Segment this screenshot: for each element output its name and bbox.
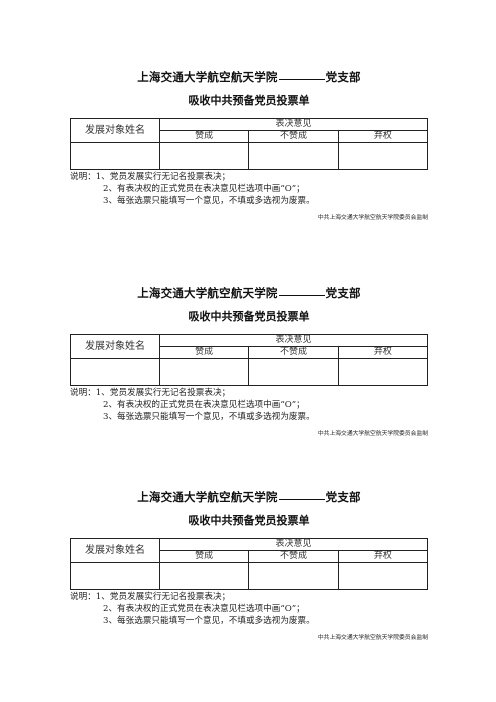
instructions: 说明：1、党员发展实行无记名投票表决； 2、有表决权的正式党员在表决意见栏选项中…: [70, 591, 428, 628]
ballot-3: 上海交通大学航空航天学院 党支部 吸收中共预备党员投票单 发展对象姓名 表决意见 …: [70, 488, 429, 641]
option-approve-header: 赞成: [158, 550, 250, 563]
instruction-3: 3、每张选票只能填写一个意见，不填或多选视为废票。: [103, 616, 315, 627]
approve-mark-cell[interactable]: [158, 142, 250, 170]
disapprove-mark-cell[interactable]: [248, 142, 339, 170]
issuer-footer: 中共上海交通大学航空航天学院委员会监制: [317, 634, 428, 641]
option-approve-header: 赞成: [158, 346, 250, 359]
ballot-title-suffix: 党支部: [325, 70, 361, 84]
ballot-subtitle: 吸收中共预备党员投票单: [188, 94, 310, 107]
instruction-3: 3、每张选票只能填写一个意见，不填或多选视为废票。: [103, 196, 315, 207]
abstain-mark-cell[interactable]: [337, 358, 429, 386]
ballot-title-prefix: 上海交通大学航空航天学院: [137, 70, 278, 84]
issuer-footer: 中共上海交通大学航空航天学院委员会监制: [317, 430, 428, 437]
instructions-label: 说明：: [70, 388, 96, 398]
opinion-header: 表决意见: [159, 538, 428, 551]
ballot-subtitle: 吸收中共预备党员投票单: [188, 310, 310, 323]
instructions: 说明：1、党员发展实行无记名投票表决； 2、有表决权的正式党员在表决意见栏选项中…: [70, 387, 428, 424]
ballot-title: 上海交通大学航空航天学院 党支部: [70, 284, 428, 300]
ballot-title: 上海交通大学航空航天学院 党支部: [70, 488, 428, 504]
ballot-1: 上海交通大学航空航天学院 党支部 吸收中共预备党员投票单 发展对象姓名 表决意见 …: [70, 68, 429, 221]
option-disapprove-header: 不赞成: [248, 130, 339, 143]
option-abstain-header: 弃权: [337, 346, 429, 359]
ballot-subtitle: 吸收中共预备党员投票单: [188, 514, 310, 527]
instruction-2: 2、有表决权的正式党员在表决意见栏选项中画“O”；: [103, 184, 305, 195]
instructions-label: 说明：: [70, 172, 96, 182]
candidate-name-cell[interactable]: [70, 142, 160, 170]
ballot-title-prefix: 上海交通大学航空航天学院: [137, 286, 278, 300]
option-abstain-header: 弃权: [337, 130, 429, 143]
name-header: 发展对象姓名: [70, 334, 160, 359]
option-disapprove-header: 不赞成: [248, 346, 339, 359]
branch-name-blank[interactable]: [278, 68, 325, 80]
instruction-3: 3、每张选票只能填写一个意见，不填或多选视为废票。: [103, 412, 315, 423]
instructions: 说明：1、党员发展实行无记名投票表决； 2、有表决权的正式党员在表决意见栏选项中…: [70, 171, 428, 208]
option-approve-header: 赞成: [158, 130, 250, 143]
candidate-name-cell[interactable]: [70, 562, 160, 590]
candidate-name-cell[interactable]: [70, 358, 160, 386]
option-disapprove-header: 不赞成: [248, 550, 339, 563]
ballot-title-prefix: 上海交通大学航空航天学院: [137, 490, 278, 504]
name-header: 发展对象姓名: [70, 118, 160, 143]
instruction-1: 说明：1、党员发展实行无记名投票表决；: [70, 388, 231, 398]
vote-table: 发展对象姓名 表决意见 赞成 不赞成 弃权: [70, 118, 429, 170]
name-header: 发展对象姓名: [70, 538, 160, 563]
instructions-label: 说明：: [70, 592, 96, 602]
abstain-mark-cell[interactable]: [337, 562, 429, 590]
option-abstain-header: 弃权: [337, 550, 429, 563]
instruction-2: 2、有表决权的正式党员在表决意见栏选项中画“O”；: [103, 604, 305, 615]
branch-name-blank[interactable]: [278, 284, 325, 296]
instruction-2: 2、有表决权的正式党员在表决意见栏选项中画“O”；: [103, 400, 305, 411]
approve-mark-cell[interactable]: [158, 358, 250, 386]
instruction-1: 说明：1、党员发展实行无记名投票表决；: [70, 172, 231, 182]
opinion-header: 表决意见: [159, 334, 428, 347]
ballot-title: 上海交通大学航空航天学院 党支部: [70, 68, 428, 84]
ballot-2: 上海交通大学航空航天学院 党支部 吸收中共预备党员投票单 发展对象姓名 表决意见 …: [70, 284, 429, 437]
issuer-footer: 中共上海交通大学航空航天学院委员会监制: [317, 214, 428, 221]
disapprove-mark-cell[interactable]: [248, 562, 339, 590]
disapprove-mark-cell[interactable]: [248, 358, 339, 386]
vote-table: 发展对象姓名 表决意见 赞成 不赞成 弃权: [70, 334, 429, 386]
ballot-title-suffix: 党支部: [325, 286, 361, 300]
instruction-1: 说明：1、党员发展实行无记名投票表决；: [70, 592, 231, 602]
abstain-mark-cell[interactable]: [337, 142, 429, 170]
branch-name-blank[interactable]: [278, 488, 325, 500]
vote-table: 发展对象姓名 表决意见 赞成 不赞成 弃权: [70, 538, 429, 590]
ballot-title-suffix: 党支部: [325, 490, 361, 504]
opinion-header: 表决意见: [159, 118, 428, 131]
approve-mark-cell[interactable]: [158, 562, 250, 590]
